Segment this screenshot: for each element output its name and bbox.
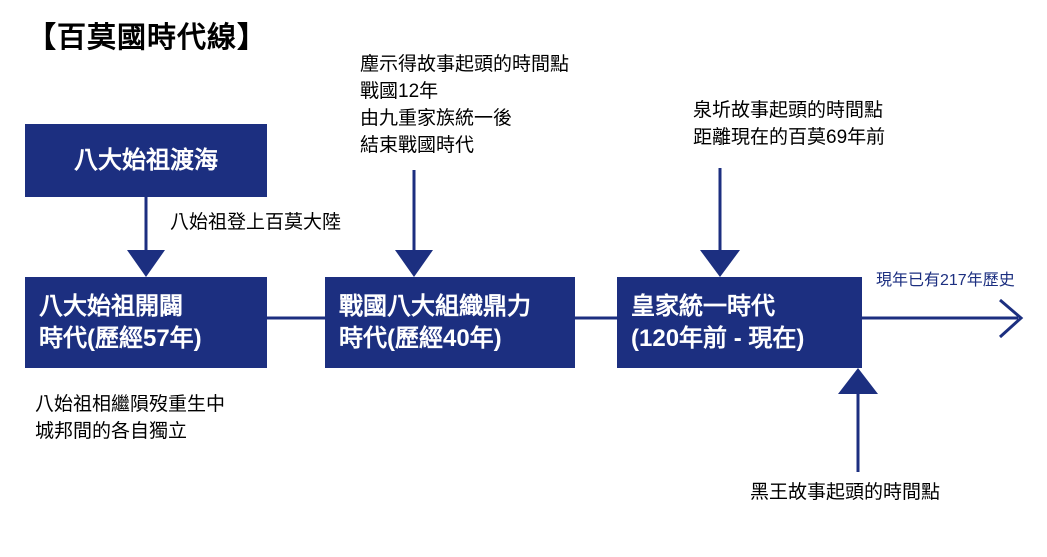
annotation-ancestors-landing: 八始祖登上百莫大陸 (170, 212, 342, 233)
box-era2-line2: 時代(歷經40年) (339, 324, 502, 352)
box-era2-line1: 戰國八大組織鼎力 (339, 292, 531, 320)
annotation-chenshi-story-start: 塵示得故事起頭的時間點 戰國12年 由九重家族統一後 結束戰國時代 (360, 54, 570, 156)
arrow-chenshi-to-era2 (395, 170, 433, 277)
box-eight-ancestors-crossing: 八大始祖渡海 (25, 124, 267, 197)
box-era3-line2: (120年前 - 現在) (631, 324, 805, 352)
box-era-warring-states: 戰國八大組織鼎力 時代(歷經40年) (325, 277, 575, 368)
box-era-pioneering: 八大始祖開闢 時代(歷經57年) (25, 277, 267, 368)
box-origin-line1: 八大始祖渡海 (74, 146, 218, 174)
box-era1-line1: 八大始祖開闢 (39, 292, 183, 320)
page-title: 【百莫國時代線】 (27, 22, 268, 54)
arrow-quanqi-to-era3 (700, 168, 740, 277)
arrow-heiwang-to-era3 (838, 368, 878, 472)
box-era1-line2: 時代(歷經57年) (39, 324, 202, 352)
box-era3-line1: 皇家統一時代 (631, 292, 775, 320)
annotation-total-history: 現年已有217年歷史 (876, 272, 1015, 289)
annotation-ancestors-rebirth: 八始祖相繼隕歿重生中 城邦間的各自獨立 (35, 394, 226, 442)
arrow-origin-to-era1 (127, 197, 165, 277)
box-era-royal-unification: 皇家統一時代 (120年前 - 現在) (617, 277, 862, 368)
annotation-quanqi-story-start: 泉圻故事起頭的時間點 距離現在的百莫69年前 (693, 100, 886, 148)
annotation-heiwang-story-start: 黑王故事起頭的時間點 (750, 482, 941, 503)
timeline-axis-arrow (862, 298, 1024, 339)
